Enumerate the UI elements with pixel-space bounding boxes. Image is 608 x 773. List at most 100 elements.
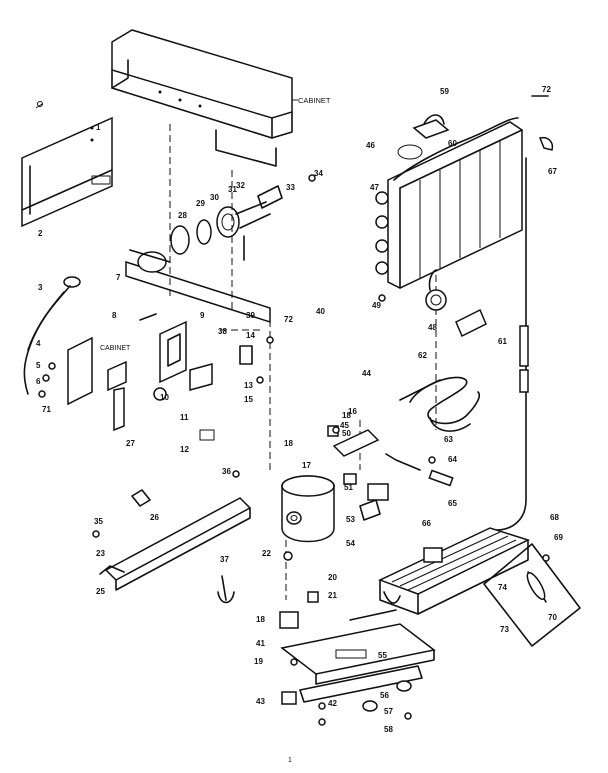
callout-18: 18 bbox=[342, 411, 351, 420]
callout-58: 58 bbox=[384, 725, 393, 734]
callout-45: 45 bbox=[340, 421, 349, 430]
part-65-drier bbox=[385, 453, 454, 487]
callout-3: 3 bbox=[38, 283, 43, 292]
part-60-clip bbox=[412, 114, 450, 139]
callout-61: 61 bbox=[498, 337, 507, 346]
callout-73: 73 bbox=[500, 625, 509, 634]
part-68-clip bbox=[538, 136, 554, 151]
callout-13: 13 bbox=[244, 381, 253, 390]
part-48-evaporator bbox=[375, 117, 523, 289]
part-49-thermostat bbox=[425, 269, 447, 311]
cabinet-label-side: CABINET bbox=[100, 345, 131, 352]
callout-1: 1 bbox=[96, 123, 101, 132]
part-46-bracket bbox=[455, 308, 487, 338]
callout-34: 34 bbox=[314, 169, 323, 178]
callout-47: 47 bbox=[370, 183, 379, 192]
part-7-bracket bbox=[125, 249, 271, 324]
callout-50: 50 bbox=[342, 429, 351, 438]
cabinet-side-bracket bbox=[67, 336, 127, 432]
callout-25: 25 bbox=[96, 587, 105, 596]
part-17-compressor bbox=[281, 475, 335, 543]
callout-63: 63 bbox=[444, 435, 453, 444]
callout-39: 39 bbox=[246, 311, 255, 320]
callout-18: 18 bbox=[256, 615, 265, 624]
callout-46: 46 bbox=[366, 141, 375, 150]
callout-11: 11 bbox=[180, 413, 189, 422]
callout-33: 33 bbox=[286, 183, 295, 192]
part-26-base-rail bbox=[99, 489, 252, 591]
callout-22: 22 bbox=[262, 549, 271, 558]
callout-15: 15 bbox=[244, 395, 253, 404]
part-12-label-plate bbox=[199, 429, 215, 441]
callout-30: 30 bbox=[210, 193, 219, 202]
callout-20: 20 bbox=[328, 573, 337, 582]
part-38-clip bbox=[217, 575, 235, 604]
callout-21: 21 bbox=[328, 591, 337, 600]
callout-10: 10 bbox=[160, 393, 169, 402]
callout-70: 70 bbox=[548, 613, 557, 622]
callout-6: 6 bbox=[36, 377, 41, 386]
callout-74: 74 bbox=[498, 583, 507, 592]
cabinet-label-top: CABINET bbox=[298, 96, 331, 105]
callout-8: 8 bbox=[112, 311, 117, 320]
callout-57: 57 bbox=[384, 707, 393, 716]
callout-14: 14 bbox=[246, 331, 255, 340]
callout-72: 72 bbox=[542, 85, 551, 94]
callout-29: 29 bbox=[196, 199, 205, 208]
callout-55: 55 bbox=[378, 651, 387, 660]
callout-54: 54 bbox=[346, 539, 355, 548]
callout-38: 38 bbox=[218, 327, 227, 336]
grommets bbox=[279, 551, 412, 712]
callout-4: 4 bbox=[36, 339, 41, 348]
part-67-condenser bbox=[378, 527, 531, 615]
part-56-mount-plate bbox=[280, 609, 436, 703]
callout-51: 51 bbox=[344, 483, 353, 492]
relay-bracket bbox=[327, 425, 389, 521]
callout-12: 12 bbox=[180, 445, 189, 454]
callout-49: 49 bbox=[372, 301, 381, 310]
callout-62: 62 bbox=[418, 351, 427, 360]
callout-16: 16 bbox=[348, 407, 357, 416]
callout-27: 27 bbox=[126, 439, 135, 448]
callout-18: 18 bbox=[284, 439, 293, 448]
callout-68: 68 bbox=[550, 513, 559, 522]
callout-66: 66 bbox=[422, 519, 431, 528]
callout-41: 41 bbox=[256, 639, 265, 648]
callout-37: 37 bbox=[220, 555, 229, 564]
callout-40: 40 bbox=[316, 307, 325, 316]
callout-69: 69 bbox=[554, 533, 563, 542]
callout-23: 23 bbox=[96, 549, 105, 558]
callout-72: 72 bbox=[284, 315, 293, 324]
callout-17: 17 bbox=[302, 461, 311, 470]
screws bbox=[38, 174, 550, 726]
callout-2: 2 bbox=[38, 229, 43, 238]
callout-28: 28 bbox=[178, 211, 187, 220]
callout-65: 65 bbox=[448, 499, 457, 508]
callout-32: 32 bbox=[236, 181, 245, 190]
page-marker: 1 bbox=[288, 757, 292, 764]
callout-7: 7 bbox=[116, 273, 121, 282]
callout-9: 9 bbox=[200, 311, 205, 320]
callout-31: 31 bbox=[228, 185, 237, 194]
part-3-cord bbox=[23, 276, 81, 395]
part-69-tube bbox=[495, 157, 527, 531]
callout-43: 43 bbox=[256, 697, 265, 706]
cabinet-tray bbox=[111, 29, 293, 167]
callout-5: 5 bbox=[36, 361, 41, 370]
control-bracket bbox=[139, 313, 253, 401]
part-1-side-panel bbox=[21, 116, 113, 228]
callout-59: 59 bbox=[440, 87, 449, 96]
callout-26: 26 bbox=[150, 513, 159, 522]
part-62-sleeve bbox=[519, 325, 529, 367]
callout-19: 19 bbox=[254, 657, 263, 666]
callout-48: 48 bbox=[428, 323, 437, 332]
callout-60: 60 bbox=[448, 139, 457, 148]
callout-36: 36 bbox=[222, 467, 231, 476]
fan-assembly bbox=[170, 185, 283, 261]
callout-44: 44 bbox=[362, 369, 371, 378]
callout-42: 42 bbox=[328, 699, 337, 708]
part-47-loop bbox=[397, 144, 423, 160]
callout-35: 35 bbox=[94, 517, 103, 526]
